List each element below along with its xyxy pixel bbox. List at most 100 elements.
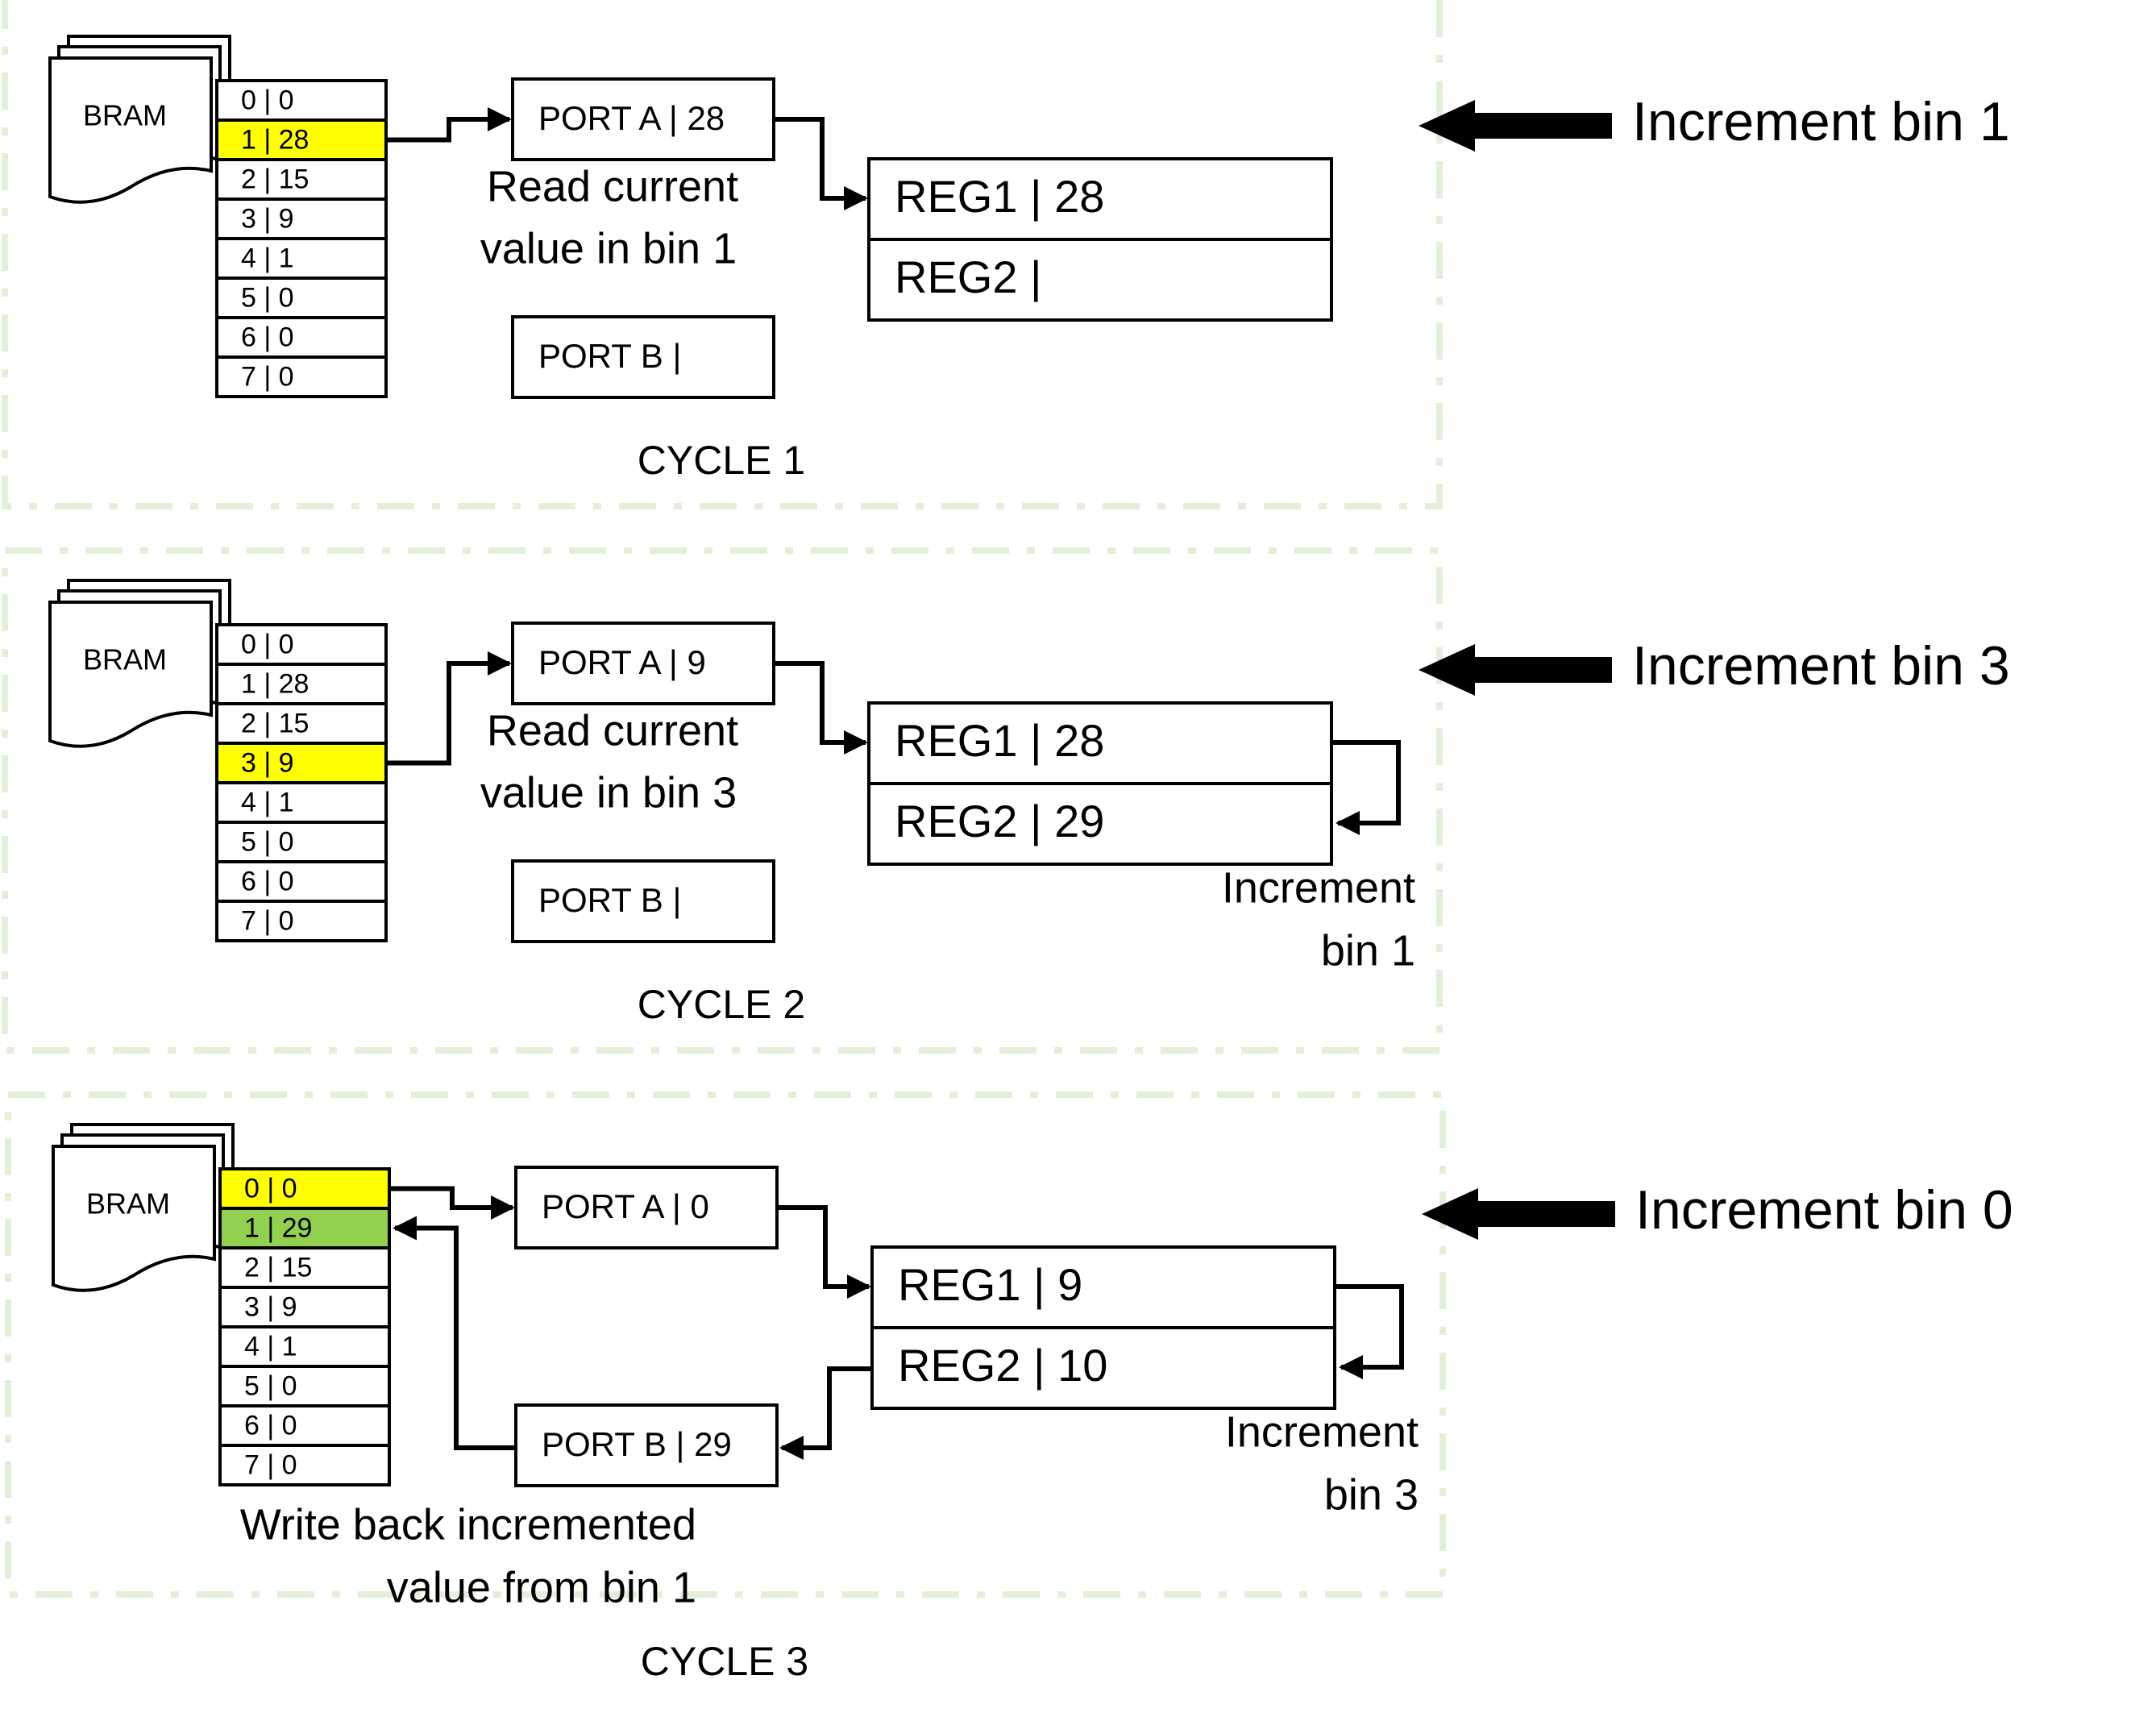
bram-row-value: 2 | 15: [241, 164, 309, 194]
register-file: REG1 | 28 REG2 |: [867, 157, 1333, 322]
reg2-label: REG2 | 29: [895, 796, 1104, 846]
port-a: PORT A | 0: [514, 1166, 779, 1249]
bram-row-value: 1 | 28: [241, 668, 309, 699]
bram-row: [218, 1207, 391, 1249]
port-a-label: PORT A | 9: [538, 643, 706, 681]
bram-row-value: 5 | 0: [241, 282, 294, 313]
read-note-line-1: Read current: [487, 162, 738, 210]
increment-note-line-1: Increment: [1225, 1407, 1419, 1456]
bram-row: [215, 355, 388, 398]
panel-border: [2, 0, 1443, 509]
bram-row: [215, 821, 388, 863]
bram-row-value: 7 | 0: [241, 905, 294, 936]
bram-label: BRAM: [86, 1187, 170, 1220]
bram-document-icon: BRAM: [48, 35, 231, 204]
port-b-to-bram-arrow: [393, 1216, 514, 1450]
bram-row: [215, 702, 388, 745]
increment-note-line-2: bin 1: [1321, 926, 1415, 975]
increment-caption: Increment bin 1: [1632, 91, 2010, 152]
reg1-label: REG1 | 28: [895, 715, 1104, 766]
port-a-label: PORT A | 0: [542, 1187, 709, 1225]
bram-to-port-a-arrow: [387, 107, 512, 143]
bram-table: 0 | 0 1 | 28 2 | 15 3 | 9 4 | 1 5 | 0 6 | 0 7 |…: [215, 79, 388, 398]
bram-row-value: 3 | 9: [241, 203, 294, 234]
left-arrow-icon: [1419, 100, 1612, 152]
port-a-to-reg1-arrow: [775, 661, 868, 755]
bram-row: [215, 860, 388, 903]
bram-row: [218, 1365, 391, 1407]
bram-row-value: 4 | 1: [241, 243, 294, 273]
bram-table: 0 | 0 1 | 28 2 | 15 3 | 9 4 | 1 5 | 0 6 | 0 7 |…: [215, 623, 388, 942]
write-note-line-2: value from bin 1: [387, 1563, 696, 1611]
write-note-line-1: Write back incremented: [240, 1500, 696, 1549]
bram-row-value: 7 | 0: [241, 361, 294, 392]
left-arrow-icon: [1422, 1188, 1615, 1240]
reg1-label: REG1 | 9: [898, 1259, 1082, 1310]
bram-row-value: 2 | 15: [241, 708, 309, 738]
increment-caption: Increment bin 3: [1632, 635, 2010, 696]
increment-note-line-1: Increment: [1222, 863, 1415, 912]
bram-row-value: 1 | 28: [241, 124, 309, 155]
bram-row-value: 2 | 15: [244, 1252, 312, 1283]
bram-to-port-a-arrow: [387, 651, 512, 766]
increment-caption: Increment bin 0: [1635, 1179, 2013, 1241]
bram-label: BRAM: [83, 99, 167, 132]
bram-row: [215, 316, 388, 359]
bram-row: [215, 742, 388, 784]
increment-loop-arrow: [1336, 1284, 1404, 1379]
bram-row-value: 3 | 9: [241, 747, 294, 778]
bram-to-port-a-arrow: [390, 1186, 515, 1220]
bram-row: [215, 237, 388, 280]
cycle-panel-2: BRAM 0 | 0 1 | 28 2 | 15 3 | 9 4 | 1 5 | 0 6 | …: [2, 547, 2010, 1054]
cycle-label: CYCLE 2: [638, 982, 805, 1027]
bram-row-value: 4 | 1: [244, 1331, 297, 1362]
increment-note-line-2: bin 3: [1324, 1470, 1419, 1519]
bram-row: [215, 276, 388, 319]
port-b: PORT B | 29: [514, 1403, 779, 1487]
bram-row-value: 6 | 0: [241, 866, 294, 896]
port-b: PORT B |: [511, 859, 775, 943]
cycle-label: CYCLE 3: [641, 1639, 808, 1684]
bram-row-value: 7 | 0: [244, 1449, 297, 1480]
bram-row-value: 6 | 0: [241, 322, 294, 352]
port-a: PORT A | 28: [511, 77, 775, 161]
bram-row-value: 0 | 0: [244, 1173, 297, 1204]
bram-row: [215, 900, 388, 942]
bram-row: [218, 1444, 391, 1486]
bram-row-value: 5 | 0: [244, 1370, 297, 1401]
increment-indicator: Increment bin 0: [1422, 1179, 2013, 1241]
register-file: REG1 | 28 REG2 | 29: [867, 701, 1333, 866]
bram-document-icon: BRAM: [52, 1123, 235, 1292]
bram-label: BRAM: [83, 643, 167, 676]
bram-row-value: 0 | 0: [241, 629, 294, 659]
bram-row: [218, 1286, 391, 1328]
read-note-line-1: Read current: [487, 706, 738, 755]
bram-row-value: 0 | 0: [241, 85, 294, 115]
bram-row: [215, 118, 388, 161]
reg1-label: REG1 | 28: [895, 171, 1104, 222]
bram-row: [218, 1325, 391, 1368]
bram-table: 0 | 01 | 292 | 153 | 94 | 15 | 06 | 07 |…: [218, 1167, 391, 1486]
port-b-label: PORT B |: [538, 881, 681, 919]
bram-row-value: 4 | 1: [241, 787, 294, 817]
bram-row-value: 6 | 0: [244, 1410, 297, 1441]
left-arrow-icon: [1419, 644, 1612, 696]
bram-row-value: 5 | 0: [241, 826, 294, 857]
port-a-to-reg1-arrow: [775, 117, 868, 210]
read-note-line-2: value in bin 1: [480, 224, 737, 272]
port-b-label: PORT B |: [538, 337, 681, 375]
reg2-label: REG2 |: [895, 252, 1042, 302]
port-b: PORT B |: [511, 315, 775, 399]
increment-loop-arrow: [1333, 740, 1401, 835]
cycle-panel-1: BRAM 0 | 0 1 | 28 2 | 15 3 | 9 4 | 1 5 | 0 6 | …: [2, 0, 2010, 509]
read-note-line-2: value in bin 3: [480, 768, 737, 817]
bram-document-icon: BRAM: [48, 579, 231, 748]
register-file: REG1 | 9 REG2 | 10: [870, 1245, 1336, 1410]
increment-indicator: Increment bin 3: [1419, 635, 2010, 696]
port-a-to-reg1-arrow: [779, 1205, 871, 1299]
reg2-to-port-b-arrow: [779, 1366, 870, 1460]
cycle-label: CYCLE 1: [638, 438, 805, 483]
reg2-label: REG2 | 10: [898, 1340, 1107, 1391]
